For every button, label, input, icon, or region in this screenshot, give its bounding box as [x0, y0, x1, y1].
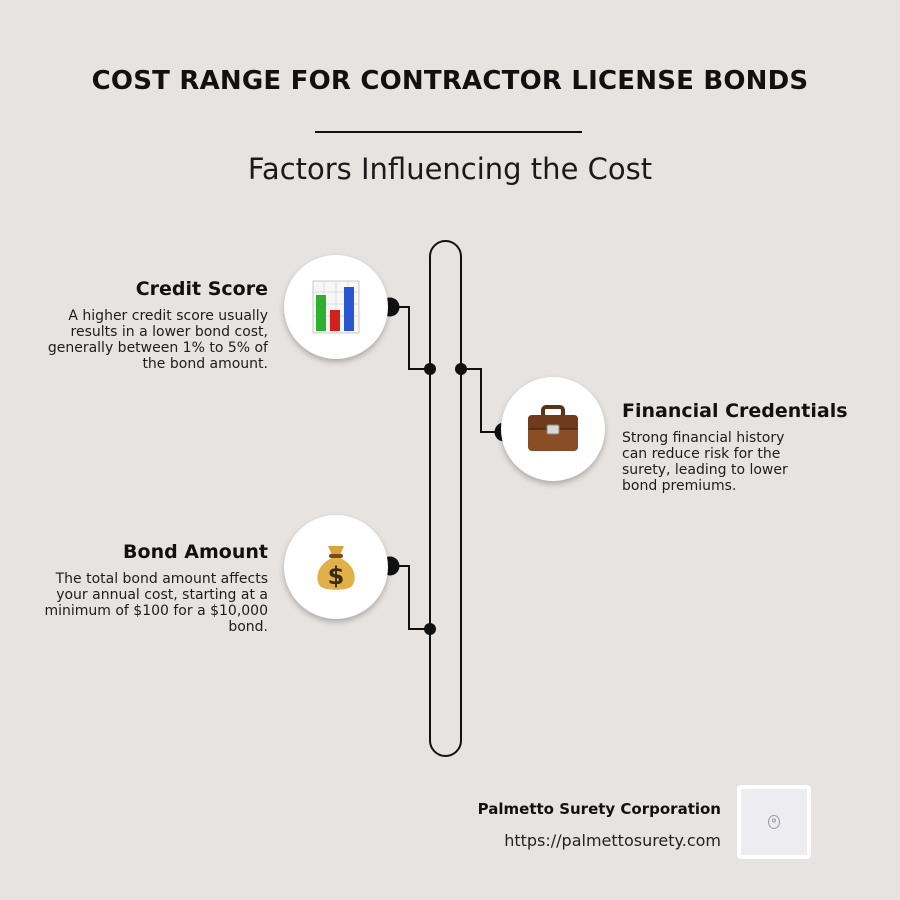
financial-credentials-track-dot	[455, 363, 467, 375]
bond-amount-track-dot	[424, 623, 436, 635]
financial-credentials-connector	[461, 368, 504, 433]
money-bag-icon: $	[317, 546, 355, 590]
page-subtitle: Factors Influencing the Cost	[247, 152, 653, 186]
credit-score-connector	[390, 306, 430, 370]
credit-score-icon-circle	[284, 255, 388, 359]
credit-score-block: Credit Score A higher credit score usual…	[28, 278, 268, 372]
financial-credentials-description: Strong financial history can reduce risk…	[622, 430, 788, 494]
company-logo	[737, 785, 811, 859]
financial-credentials-title: Financial Credentials	[622, 400, 848, 422]
financial-credentials-block: Financial Credentials Strong financial h…	[622, 400, 848, 494]
credit-score-title: Credit Score	[135, 278, 268, 300]
credit-score-track-dot	[424, 363, 436, 375]
page-title: COST RANGE FOR CONTRACTOR LICENSE BONDS	[91, 66, 809, 96]
company-url-link[interactable]: https://palmettosurety.com	[504, 831, 721, 850]
svg-text:$: $	[328, 562, 345, 590]
bond-amount-description: The total bond amount affects your annua…	[44, 571, 268, 635]
timeline-track	[429, 240, 462, 757]
credit-score-description: A higher credit score usually results in…	[47, 308, 268, 372]
title-divider	[315, 131, 582, 133]
company-name: Palmetto Surety Corporation	[477, 800, 721, 818]
bond-amount-icon-circle: $	[284, 515, 388, 619]
bar-chart-icon	[312, 280, 360, 334]
briefcase-icon	[528, 405, 578, 451]
bond-amount-title: Bond Amount	[123, 541, 268, 563]
logo-mark-icon	[768, 815, 780, 829]
bond-amount-connector	[390, 565, 430, 630]
bond-amount-block: Bond Amount The total bond amount affect…	[28, 541, 268, 635]
logo-placeholder	[741, 789, 807, 855]
financial-credentials-icon-circle	[501, 377, 605, 481]
